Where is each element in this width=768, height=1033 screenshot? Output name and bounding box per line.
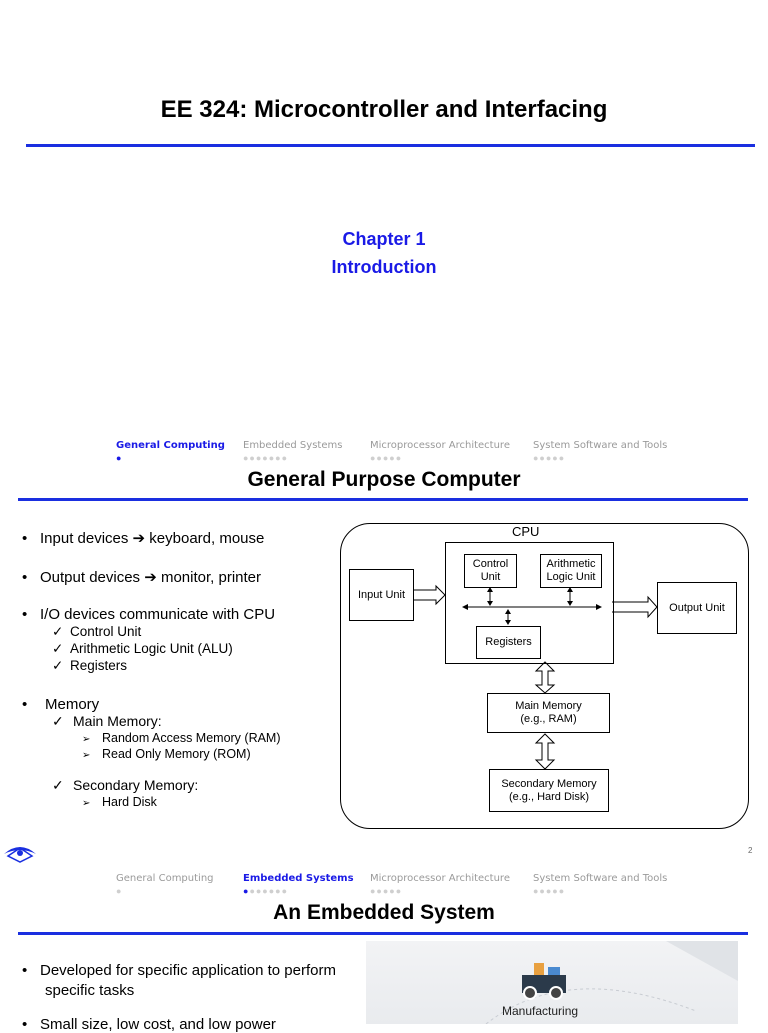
nav-microprocessor-architecture-2[interactable]: Microprocessor Architecture — [370, 873, 510, 884]
main-memory-box: Main Memory (e.g., RAM) — [487, 693, 610, 733]
title-rule — [26, 144, 755, 147]
bullet-memory: •Memory — [22, 696, 100, 713]
manufacturing-icon — [522, 963, 566, 1000]
course-title: EE 324: Microcontroller and Interfacing — [160, 96, 608, 123]
nav-system-software-2[interactable]: System Software and Tools — [533, 873, 668, 884]
sub-hard-disk: ➢Hard Disk — [82, 795, 157, 809]
chapter-label: Chapter 1 — [342, 229, 426, 249]
sub-rom: ➢Read Only Memory (ROM) — [82, 747, 251, 761]
nav-dots-general-2: ● — [116, 886, 123, 896]
nav-general-computing-2[interactable]: General Computing — [116, 873, 214, 884]
slide-title-embedded: An Embedded System — [273, 901, 495, 924]
nav-general-computing[interactable]: General Computing — [116, 440, 225, 451]
sub-registers: ✓Registers — [52, 658, 128, 673]
nav-dots-micro: ●●●●● — [370, 453, 403, 463]
slide2-rule — [18, 498, 748, 501]
bullet-output: •Output devices ➔ monitor, printer — [22, 569, 262, 586]
nav-dots-general: ● — [116, 453, 123, 463]
registers-box: Registers — [476, 626, 541, 659]
input-unit-box: Input Unit — [349, 569, 414, 621]
sub-secondary-memory: ✓Secondary Memory: — [52, 777, 199, 793]
nav-dots-micro-2: ●●●●● — [370, 886, 403, 896]
slide3-rule — [18, 932, 748, 935]
sub-alu: ✓Arithmetic Logic Unit (ALU) — [52, 641, 233, 656]
nav-embedded-systems-2[interactable]: Embedded Systems — [243, 873, 354, 884]
page-number: 2 — [748, 846, 753, 855]
sub-ram: ➢Random Access Memory (RAM) — [82, 731, 281, 745]
university-logo — [4, 847, 36, 863]
nav-dots-software-2: ●●●●● — [533, 886, 566, 896]
alu-box: Arithmetic Logic Unit — [540, 554, 602, 588]
bullet-specific-application: •Developed for specific application to p… — [22, 962, 336, 979]
control-unit-box: Control Unit — [464, 554, 517, 588]
nav-system-software[interactable]: System Software and Tools — [533, 440, 668, 451]
bullet-input: •Input devices ➔ keyboard, mouse — [22, 530, 265, 547]
slide-title-gpc: General Purpose Computer — [247, 468, 521, 491]
embedded-system-image: Manufacturing — [366, 941, 738, 1024]
computer-diagram-frame — [340, 523, 749, 829]
sub-control-unit: ✓Control Unit — [52, 624, 142, 639]
bullet-io: •I/O devices communicate with CPU — [22, 606, 276, 623]
nav-dots-embedded-2: ●●●●●●● — [243, 886, 289, 896]
bullet-small-size: •Small size, low cost, and low power — [22, 1016, 276, 1033]
output-unit-box: Output Unit — [657, 582, 737, 634]
bullet-specific-application-cont: specific tasks — [45, 982, 135, 999]
secondary-memory-box: Secondary Memory (e.g., Hard Disk) — [489, 769, 609, 812]
nav-embedded-systems[interactable]: Embedded Systems — [243, 440, 343, 451]
cpu-label: CPU — [512, 524, 540, 539]
nav-dots-embedded: ●●●●●●● — [243, 453, 289, 463]
sub-main-memory: ✓Main Memory: — [52, 713, 162, 729]
nav-microprocessor-architecture[interactable]: Microprocessor Architecture — [370, 440, 510, 451]
nav-dots-software: ●●●●● — [533, 453, 566, 463]
manufacturing-label: Manufacturing — [502, 1004, 579, 1018]
chapter-subtitle: Introduction — [331, 257, 437, 277]
